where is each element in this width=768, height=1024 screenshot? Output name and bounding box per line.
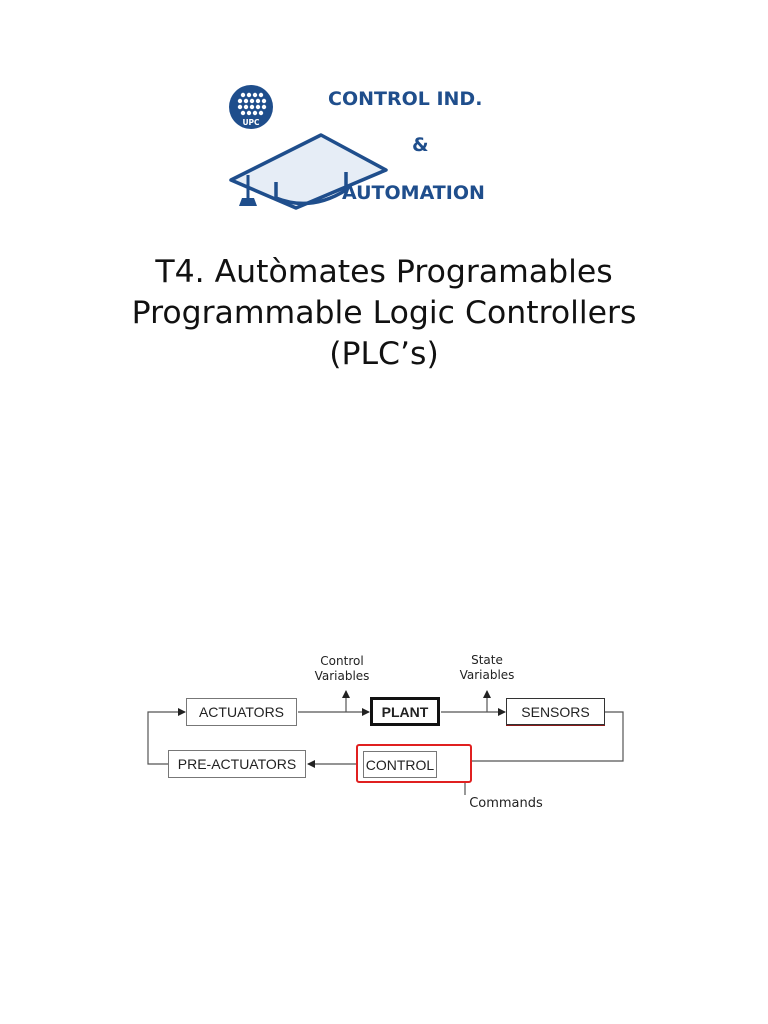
state-variables-label: State Variables (456, 653, 518, 683)
pre-actuators-block: PRE-ACTUATORS (168, 750, 306, 778)
state-variables-label-line-2: Variables (459, 668, 515, 682)
control-highlight: CONTROL (356, 744, 472, 783)
control-variables-label-line-1: Control (320, 654, 364, 668)
upc-emblem-text: UPC (242, 118, 260, 127)
logo-line-3: AUTOMATION (342, 182, 485, 204)
title-line-2: Programmable Logic Controllers (131, 295, 637, 331)
control-variables-label: Control Variables (312, 654, 372, 684)
actuators-block: ACTUATORS (186, 698, 297, 726)
logo-line-2: & (412, 134, 429, 156)
logo-line-1: CONTROL IND. (328, 88, 483, 110)
logo: UPC CONTROL IND. & AUTOMATION (218, 78, 518, 213)
graduation-cap-icon (229, 133, 388, 210)
title-line-1: T4. Autòmates Programables (155, 254, 613, 290)
state-variables-label-line-1: State (471, 653, 503, 667)
upc-seal-icon: UPC (229, 85, 273, 129)
commands-label: Commands (469, 796, 543, 811)
control-block: CONTROL (363, 751, 437, 778)
title-line-3: (PLC’s) (329, 336, 439, 372)
sensors-block: SENSORS (506, 698, 605, 725)
control-variables-label-line-2: Variables (314, 669, 370, 683)
page-title: T4. Autòmates Programables Programmable … (84, 252, 684, 375)
plant-block: PLANT (370, 697, 440, 726)
